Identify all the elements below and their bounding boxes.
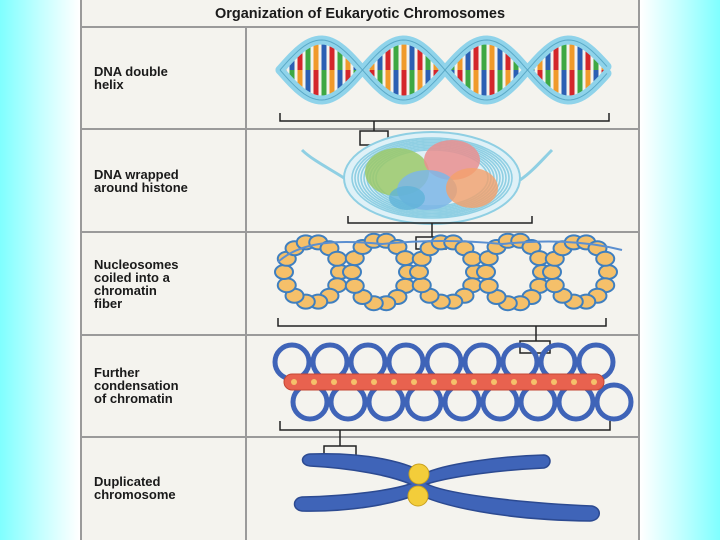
stage-label-chromatin-fiber: Nucleosomes coiled into a chromatin fibe… (94, 257, 179, 311)
nucleosome-bead (344, 277, 365, 294)
stage-label-condensation: Further condensation of chromatin (94, 365, 179, 406)
chromatin-fiber-illustration (274, 232, 623, 312)
scaffold-bead (511, 379, 517, 385)
column-divider (245, 27, 247, 540)
nucleosome-bead (595, 250, 616, 267)
stage-label-dna-helix: DNA double helix (94, 64, 168, 92)
illustration-canvas (272, 35, 634, 522)
condensed-chromatin-illustration (272, 342, 634, 422)
duplicated-chromosome-illustration (293, 453, 600, 522)
stage-label-histone: DNA wrapped around histone (94, 167, 188, 195)
chromatin-loop (594, 382, 634, 422)
dna-coil (357, 140, 507, 216)
scaffold-bead (471, 379, 477, 385)
scaffold-bead (551, 379, 557, 385)
nucleosome-bead (342, 264, 362, 280)
dna-coil (363, 143, 501, 213)
zoom-bracket (279, 421, 611, 459)
scaffold-bead (431, 379, 437, 385)
nucleosome-bead (276, 277, 297, 294)
nucleosome-bead (542, 264, 562, 280)
scaffold-bead (411, 379, 417, 385)
row-divider (82, 334, 638, 336)
scaffold-bead (491, 379, 497, 385)
dna-coil (360, 141, 504, 215)
diagram-title: Organization of Eukaryotic Chromosomes (82, 2, 638, 28)
nucleosome-bead (411, 277, 432, 294)
row-divider (82, 231, 638, 233)
nucleosome-bead (462, 250, 483, 267)
nucleosome-bead (598, 264, 618, 280)
scaffold-bead (531, 379, 537, 385)
scaffold-bead (351, 379, 357, 385)
scaffold-bead (311, 379, 317, 385)
scaffold-bead (391, 379, 397, 385)
stage-label-chromosome: Duplicated chromosome (94, 474, 176, 502)
nucleosome-bead (327, 250, 348, 267)
row-divider (82, 436, 638, 438)
dna-coil (351, 137, 513, 219)
nucleosome-illustration (300, 131, 554, 225)
nucleosome-bead (274, 264, 294, 280)
nucleosome-bead (476, 264, 496, 280)
nucleosome-bead (544, 277, 565, 294)
scaffold-bead (571, 379, 577, 385)
linker-dna (277, 240, 623, 263)
helix-backbone-edge (279, 39, 608, 101)
diagram-panel: Organization of Eukaryotic Chromosomes D… (80, 0, 640, 540)
dna-coil (354, 138, 510, 218)
scaffold-bead (331, 379, 337, 385)
scaffold-bead (591, 379, 597, 385)
scaffold-bead (451, 379, 457, 385)
nucleosome-bead (395, 250, 416, 267)
helix-backbone-edge (279, 39, 608, 101)
protein-scaffold (283, 373, 605, 391)
scaffold-bead (291, 379, 297, 385)
dna-double-helix-illustration (275, 35, 612, 105)
scaffold-bead (371, 379, 377, 385)
nucleosome-bead (409, 264, 429, 280)
row-divider (82, 128, 638, 130)
nucleosome-bead (478, 277, 499, 294)
